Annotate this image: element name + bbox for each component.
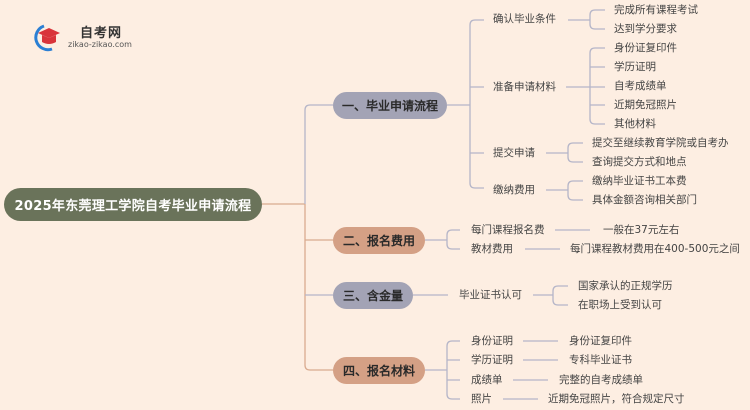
branch-node-registration-materials[interactable]: 四、报名材料: [333, 357, 425, 384]
leaf-topic[interactable]: 其他材料: [614, 118, 656, 130]
leaf-topic[interactable]: 在职场上受到认可: [578, 299, 662, 311]
subtopic[interactable]: 照片: [471, 393, 492, 405]
leaf-topic[interactable]: 达到学分要求: [614, 23, 677, 35]
subtopic[interactable]: 确认毕业条件: [493, 13, 556, 25]
root-node[interactable]: 2025年东莞理工学院自考毕业申请流程: [4, 188, 262, 221]
leaf-topic[interactable]: 自考成绩单: [614, 80, 667, 92]
leaf-topic[interactable]: 近期免冠照片: [614, 99, 677, 111]
graduation-cap-icon: [34, 24, 60, 52]
subtopic[interactable]: 每门课程报名费: [471, 224, 545, 236]
leaf-topic[interactable]: 一般在37元左右: [603, 224, 680, 236]
leaf-topic[interactable]: 完整的自考成绩单: [559, 374, 643, 386]
leaf-topic[interactable]: 学历证明: [614, 61, 656, 73]
logo-url: zikao-zikao.com: [68, 40, 132, 49]
leaf-topic[interactable]: 每门课程教材费用在400-500元之间: [570, 243, 740, 255]
branch-node-graduation-process[interactable]: 一、毕业申请流程: [333, 92, 447, 119]
trunk-grey: [304, 104, 333, 204]
logo-title: 自考网: [80, 26, 123, 41]
subtopic[interactable]: 成绩单: [471, 374, 503, 386]
leaf-topic[interactable]: 身份证复印件: [569, 335, 632, 347]
subtopic[interactable]: 学历证明: [471, 354, 513, 366]
subtopic[interactable]: 缴纳费用: [493, 184, 535, 196]
subtopic[interactable]: 教材费用: [471, 243, 513, 255]
leaf-topic[interactable]: 完成所有课程考试: [614, 4, 698, 16]
leaf-topic[interactable]: 身份证复印件: [614, 42, 677, 54]
leaf-topic[interactable]: 国家承认的正规学历: [578, 280, 673, 292]
branch-node-registration-fees[interactable]: 二、报名费用: [333, 227, 425, 254]
leaf-topic[interactable]: 具体金额咨询相关部门: [592, 194, 697, 206]
site-logo[interactable]: 自考网 zikao-zikao.com: [30, 22, 170, 52]
leaf-topic[interactable]: 专科毕业证书: [569, 354, 632, 366]
branch-node-value[interactable]: 三、含金量: [333, 282, 413, 309]
subtopic[interactable]: 身份证明: [471, 335, 513, 347]
leaf-topic[interactable]: 查询提交方式和地点: [592, 156, 687, 168]
leaf-topic[interactable]: 提交至继续教育学院或自考办: [592, 137, 729, 149]
trunk-tan: [304, 204, 333, 371]
subtopic[interactable]: 准备申请材料: [493, 81, 556, 93]
leaf-topic[interactable]: 近期免冠照片，符合规定尺寸: [548, 393, 685, 405]
subtopic[interactable]: 毕业证书认可: [459, 289, 522, 301]
subtopic[interactable]: 提交申请: [493, 147, 535, 159]
leaf-topic[interactable]: 缴纳毕业证书工本费: [592, 175, 687, 187]
